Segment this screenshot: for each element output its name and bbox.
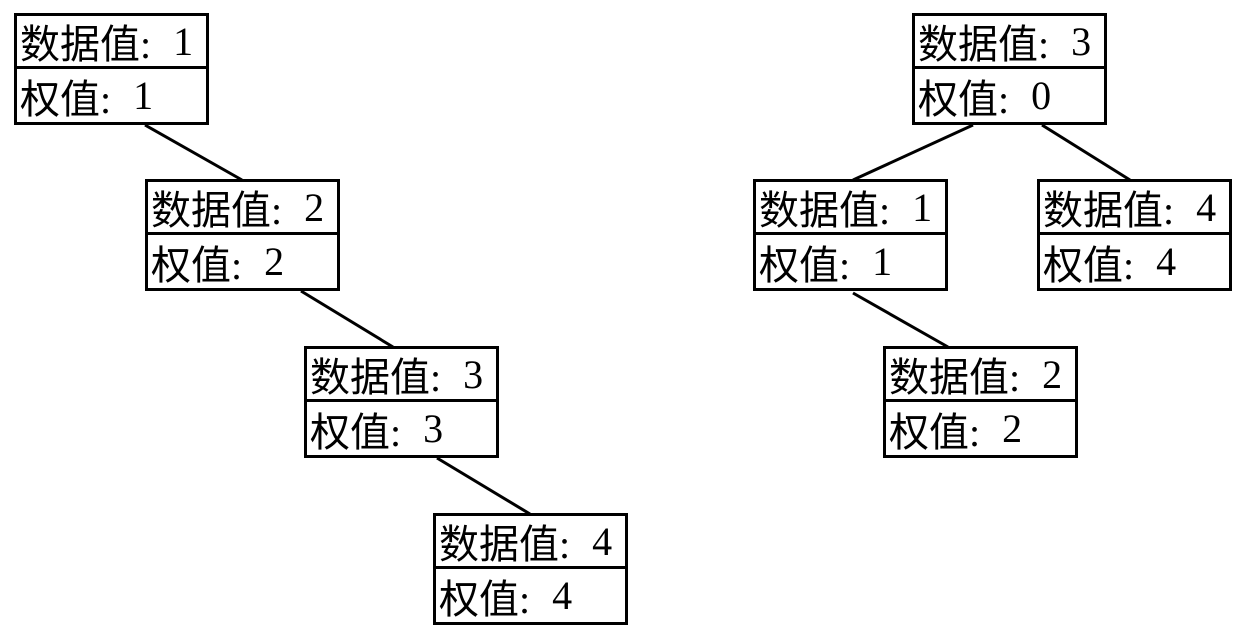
weight-row: 权值: 3 [307, 402, 496, 455]
weight-row: 权值: 0 [915, 69, 1104, 122]
weight-row: 权值: 4 [1040, 235, 1229, 288]
weight-label: 权值: [151, 242, 243, 288]
data-value: 3 [1071, 18, 1092, 64]
data-value: 2 [1042, 351, 1063, 397]
weight-row: 权值: 2 [148, 235, 337, 288]
data-value-row: 数据值: 2 [886, 349, 1075, 402]
right-tree-root: 数据值: 3 权值: 0 [912, 13, 1107, 125]
right-tree-grandchild: 数据值: 2 权值: 2 [883, 346, 1078, 458]
data-value-row: 数据值: 3 [307, 349, 496, 402]
edge-left-node3-node4 [436, 456, 531, 516]
edge-left-node2-node3 [300, 289, 394, 349]
data-value: 3 [463, 351, 484, 397]
right-tree-right-child: 数据值: 4 权值: 4 [1037, 179, 1232, 291]
edge-right-root-leftchild [852, 123, 974, 182]
weight-value: 2 [1002, 406, 1023, 451]
data-label: 数据值: [889, 355, 1021, 400]
weight-row: 权值: 4 [436, 569, 625, 622]
right-tree-left-child: 数据值: 1 权值: 1 [753, 179, 948, 291]
left-tree-node-3: 数据值: 3 权值: 3 [304, 346, 499, 458]
data-label: 数据值: [918, 22, 1050, 67]
weight-label: 权值: [1043, 242, 1135, 288]
data-value-row: 数据值: 4 [436, 516, 625, 569]
edge-left-node1-node2 [144, 123, 243, 182]
data-label: 数据值: [759, 188, 891, 233]
data-value-row: 数据值: 1 [756, 182, 945, 235]
weight-row: 权值: 1 [756, 235, 945, 288]
data-value: 2 [304, 184, 325, 230]
left-tree-node-2: 数据值: 2 权值: 2 [145, 179, 340, 291]
data-value-row: 数据值: 3 [915, 16, 1104, 69]
data-value: 1 [912, 184, 933, 230]
weight-label: 权值: [889, 409, 981, 455]
weight-value: 4 [1156, 239, 1177, 284]
data-value: 1 [173, 18, 194, 64]
weight-label: 权值: [759, 242, 851, 288]
left-tree-node-4: 数据值: 4 权值: 4 [433, 513, 628, 625]
edge-right-node1-node2 [852, 291, 949, 349]
data-label: 数据值: [20, 22, 152, 67]
weight-label: 权值: [439, 576, 531, 622]
weight-value: 4 [552, 573, 573, 618]
data-value-row: 数据值: 1 [17, 16, 206, 69]
edge-right-root-rightchild [1041, 123, 1131, 182]
weight-value: 0 [1031, 73, 1052, 118]
weight-label: 权值: [918, 76, 1010, 122]
weight-value: 1 [133, 73, 154, 118]
data-value-row: 数据值: 2 [148, 182, 337, 235]
weight-value: 2 [264, 239, 285, 284]
weight-row: 权值: 2 [886, 402, 1075, 455]
data-label: 数据值: [151, 188, 283, 233]
weight-value: 3 [423, 406, 444, 451]
data-value-row: 数据值: 4 [1040, 182, 1229, 235]
weight-row: 权值: 1 [17, 69, 206, 122]
weight-label: 权值: [20, 76, 112, 122]
data-label: 数据值: [439, 522, 571, 567]
data-value: 4 [592, 518, 613, 564]
data-label: 数据值: [1043, 188, 1175, 233]
weight-label: 权值: [310, 409, 402, 455]
data-value: 4 [1196, 184, 1217, 230]
data-label: 数据值: [310, 355, 442, 400]
weight-value: 1 [872, 239, 893, 284]
left-tree-node-1: 数据值: 1 权值: 1 [14, 13, 209, 125]
